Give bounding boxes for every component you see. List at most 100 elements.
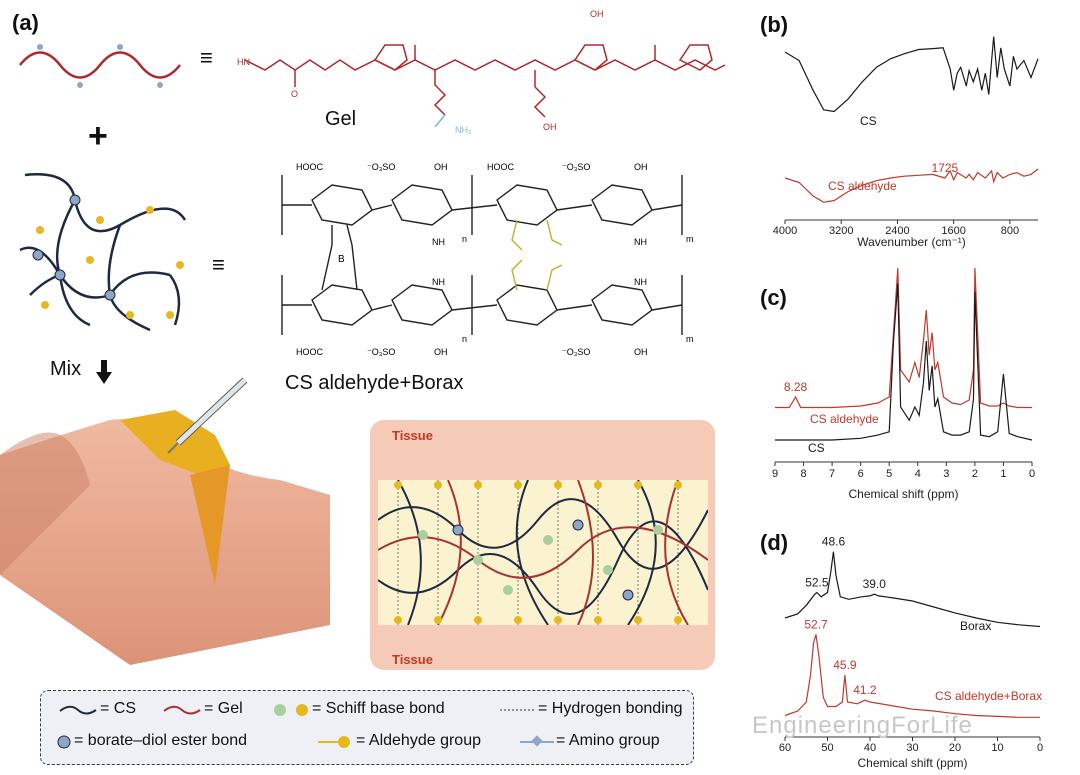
legend-aldehyde-swatch [318,736,350,748]
legend-box [40,690,694,765]
x-axis-label: Wavenumber (cm⁻¹) [857,235,966,249]
gel-nh2-label: NH₂ [455,125,472,135]
legend-cs-swatch [59,705,97,715]
panel-d-label: (d) [760,530,789,555]
chem-nh-3: NH [432,277,445,287]
gel-label: Gel [325,108,357,130]
x-tick-label: 7 [829,468,835,480]
series-line-1 [784,168,1039,203]
gel-peptide-structure: HN NH₂ OH OH O [237,9,726,135]
series-label-0: CS aldehyde [810,412,879,426]
hydrogel-network-illustration [378,480,708,625]
panel-b-label: (b) [760,12,789,37]
chem-n-1: n [462,234,467,244]
x-tick-label: 0 [1029,468,1035,480]
peak-annotation: 48.6 [822,535,846,549]
chem-o3so-4: ⁻O₃SO [562,347,590,357]
legend-borate-label: = borate–diol ester bond [74,732,248,749]
chem-oh-2: OH [634,162,648,172]
x-tick-label: 800 [1001,225,1019,237]
x-tick-label: 1 [1000,468,1006,480]
legend-gel-label: = Gel [204,700,243,717]
mix-label: Mix [50,358,82,380]
chem-o3so-2: ⁻O₃SO [562,162,590,172]
series-line-0 [784,551,1041,628]
equivalent-sign-2: ≡ [212,252,225,277]
gel-oh-label-1: OH [543,122,557,132]
x-tick-label: 10 [991,742,1003,754]
peak-annotation: 8.28 [784,380,808,394]
watermark-text: EngineeringForLife [752,712,973,739]
legend-hbond-swatch [500,709,536,711]
x-tick-label: 30 [906,742,918,754]
legend-hbond-label: = Hydrogen bonding [538,700,683,717]
x-tick-label: 2400 [885,225,909,237]
peak-annotation: 39.0 [863,577,887,591]
x-tick-label: 8 [800,468,806,480]
chem-o3so-3: ⁻O₃SO [367,347,395,357]
chem-hooc-1: HOOC [296,162,324,172]
chem-o3so-1: ⁻O₃SO [367,162,395,172]
series-label-1: CS aldehyde [828,179,897,193]
x-tick-label: 20 [949,742,961,754]
chem-nh-2: NH [634,237,647,247]
x-tick-label: 3200 [829,225,853,237]
x-axis-label: Chemical shift (ppm) [857,756,967,770]
x-tick-label: 1600 [941,225,965,237]
series-label-1: CS aldehyde+Borax [935,689,1042,703]
peak-annotation: 52.7 [804,618,828,632]
series-line-0 [784,36,1039,113]
series-line-1 [775,283,1033,441]
x-tick-label: 4000 [773,225,797,237]
panel-a-label: (a) [12,10,39,35]
series-label-1: CS [808,441,825,455]
gel-o-label: O [291,89,298,99]
x-axis-label: Chemical shift (ppm) [848,487,958,501]
gel-oh-label-2: OH [590,9,604,19]
x-tick-label: 6 [858,468,864,480]
equivalent-sign-1: ≡ [200,45,213,70]
gel-chain-illustration [19,44,181,88]
gel-hn-label: HN [237,57,250,67]
legend-cs-label: = CS [100,700,137,717]
x-tick-label: 4 [915,468,921,480]
tissue-bottom-label: Tissue [392,652,433,667]
peak-annotation: 52.5 [805,576,829,590]
x-tick-label: 5 [886,468,892,480]
legend-schiff-swatch [274,704,308,716]
chem-hooc-3: HOOC [296,347,324,357]
x-tick-label: 50 [821,742,833,754]
legend-schiff-label: = Schiff base bond [312,700,445,717]
cs-aldehyde-borax-label: CS aldehyde+Borax [285,372,464,394]
x-tick-label: 3 [943,468,949,480]
x-tick-label: 0 [1037,742,1043,754]
tissue-top-label: Tissue [392,428,433,443]
cs-aldehyde-borax-structure: HOOC ⁻O₃SO OH HOOC ⁻O₃SO OH NH NH n m B … [281,162,694,357]
legend-gel-swatch [163,705,201,715]
series-label-0: CS [860,114,877,128]
peak-annotation: 1725 [932,161,959,175]
series-line-1 [784,634,1040,718]
chem-nh-1: NH [432,237,445,247]
x-tick-label: 2 [972,468,978,480]
chem-nh-4: NH [634,277,647,287]
chem-m-2: m [686,334,694,344]
legend-borate-swatch [57,735,71,749]
chem-n-2: n [462,334,467,344]
x-tick-label: 40 [864,742,876,754]
chem-oh-1: OH [434,162,448,172]
cs-network-illustration [19,173,187,332]
peak-annotation: 41.2 [853,683,877,697]
legend-amino-swatch [520,735,554,747]
chem-hooc-2: HOOC [487,162,515,172]
chem-oh-3: OH [434,347,448,357]
plus-sign: + [88,117,108,155]
series-line-0 [775,267,1032,409]
peak-annotation: 45.9 [833,658,857,672]
x-tick-label: 9 [772,468,778,480]
chem-boron: B [338,254,345,265]
legend-amino-label: = Amino group [556,732,660,749]
